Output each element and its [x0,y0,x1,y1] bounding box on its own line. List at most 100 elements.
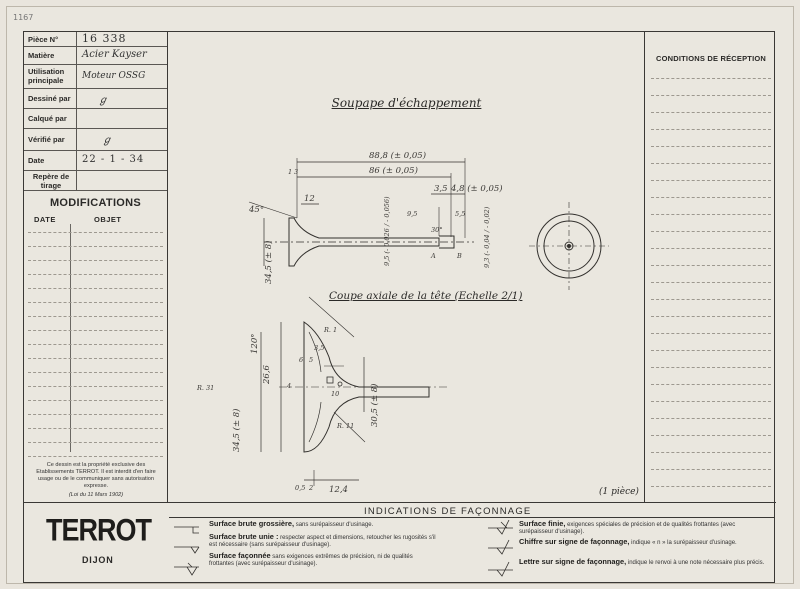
modifications-separator [70,224,71,452]
indication-finished-surface: Surface finie, exigences spéciales de pr… [519,520,769,536]
modification-rule [28,400,163,401]
section-head [303,321,430,453]
reception-rule [651,282,771,283]
indication-rough-surface: Surface brute grossière, sans surépaisse… [209,520,439,529]
label-b: B [456,252,462,260]
dim-12: 12 [304,194,315,204]
angle-120: 120° [250,334,260,354]
field-value: ℊ [102,135,112,146]
reception-rule [651,95,771,96]
indication-head: Surface façonnée [209,551,271,560]
label-a: A [430,252,436,260]
reception-rule [651,367,771,368]
field-drawn-by: Dessiné par ℊ [24,88,167,109]
dim-length-86: 86 (± 0,05) [369,165,418,176]
left-info-column: Pièce N° 16 338 Matière Acier Kayser Uti… [24,32,168,502]
modification-rule [28,344,163,345]
ownership-text: Ce dessin est la propriété exclusive des… [36,462,156,489]
indication-text: indique « n » la surépaisseur d'usinage. [631,540,737,546]
reception-rule [651,265,771,266]
field-label: Utilisation principale [28,67,65,85]
logo-city: DIJON [82,555,114,565]
dim-12-4: 12,4 [329,485,348,495]
modification-rule [28,358,163,359]
reception-conditions-title: CONDITIONS DE RÉCEPTION [655,54,767,63]
drawing-area: Soupape d'échappement [169,32,644,502]
dim-0-5: 0,5 [295,484,305,492]
angle-45: 45° [248,205,264,215]
field-label: Vérifié par [28,135,65,144]
title-block-frame: Pièce N° 16 338 Matière Acier Kayser Uti… [23,31,776,583]
modification-rule [28,372,163,373]
dim-4-8: 4,8 (± 0,05) [450,183,503,194]
finishing-symbols-left [174,526,200,576]
indication-text: respecter aspect et dimensions, retouche… [209,535,436,549]
modification-rule [28,330,163,331]
reception-rule [651,214,771,215]
indication-shaped-surface: Surface façonnée sans exigences extrêmes… [209,552,439,568]
indication-text: sans exigences extrêmes de précision, ni… [209,554,413,568]
modification-rule [28,302,163,303]
field-piece-number: Pièce N° 16 338 [24,32,167,47]
reception-rule [651,146,771,147]
indication-head: Chiffre sur signe de façonnage, [519,537,630,546]
modification-rule [28,288,163,289]
reception-rule [651,452,771,453]
dim-5-5: 5,5 [455,210,465,218]
indication-head: Surface finie, [519,519,566,528]
dim-stem-diameter: 9,5 (- 0,026 / - 0,056) [383,196,391,266]
indication-text: exigences spéciales de précision et de q… [519,522,736,536]
dim-5: 5 [309,356,313,364]
field-usage: Utilisation principale Moteur OSSG [24,64,167,89]
archive-mark: 1167 [13,13,34,22]
modification-rule [28,274,163,275]
field-verified-by: Vérifié par ℊ [24,128,167,151]
modification-rule [28,414,163,415]
indication-number-sign: Chiffre sur signe de façonnage, indique … [519,538,769,547]
dim-total-length: 88,8 (± 0,05) [369,150,426,161]
field-label: Dessiné par [28,94,71,103]
field-traced-by: Calqué par [24,108,167,129]
reception-rule [651,418,771,419]
reception-rule [651,231,771,232]
ownership-notice: Ce dessin est la propriété exclusive des… [28,462,164,499]
indication-head: Lettre sur signe de façonnage, [519,557,627,566]
dim-head-diameter-section: 34,5 (± 8) [231,409,242,453]
law-reference: (Loi du 11 Mars 1902) [68,492,124,498]
field-value: 22 - 1 - 34 [82,154,145,165]
modification-rule [28,442,163,443]
dim-tip-diameter: 9,3 (- 0,04 / - 0,02) [483,206,491,268]
field-label: Calqué par [28,114,67,123]
dim-9-5: 9,5 [407,210,417,218]
field-label: Pièce N° [28,35,59,44]
reception-rule [651,469,771,470]
finishing-symbols-right [488,520,513,577]
field-value: Moteur OSSG [82,71,146,81]
reception-rule [651,316,771,317]
reception-rule [651,78,771,79]
valve-stem-tip [439,235,455,249]
reception-rule [651,350,771,351]
reception-rule [651,299,771,300]
reception-rule [651,333,771,334]
section-caption: Coupe axiale de la tête (Echelle 2/1) [329,290,523,302]
dim-6: 6 [299,356,303,364]
angle-30: 30° [431,226,443,234]
reception-rule [651,435,771,436]
dim-10: 10 [331,390,339,398]
terrot-logo: TERROT [46,513,152,548]
modification-rule [28,456,163,457]
radius-1: R. 1 [323,326,337,334]
field-value: 16 338 [82,32,127,45]
indication-text: sans surépaisseur d'usinage. [295,522,374,528]
dim-30-5: 30,5 (± 8) [369,384,380,428]
dim-3-5: 3,5 [434,184,448,194]
modification-rule [28,386,163,387]
modifications-date-header: DATE [34,215,56,224]
field-label: Repère de tirage [32,172,70,190]
drawing-sheet: 1167 Pièce N° 16 338 Matière Acier Kayse… [6,6,794,584]
modifications-title: MODIFICATIONS [49,197,142,209]
valve-head-outline [288,217,440,267]
reception-rule [651,129,771,130]
modification-rule [28,428,163,429]
